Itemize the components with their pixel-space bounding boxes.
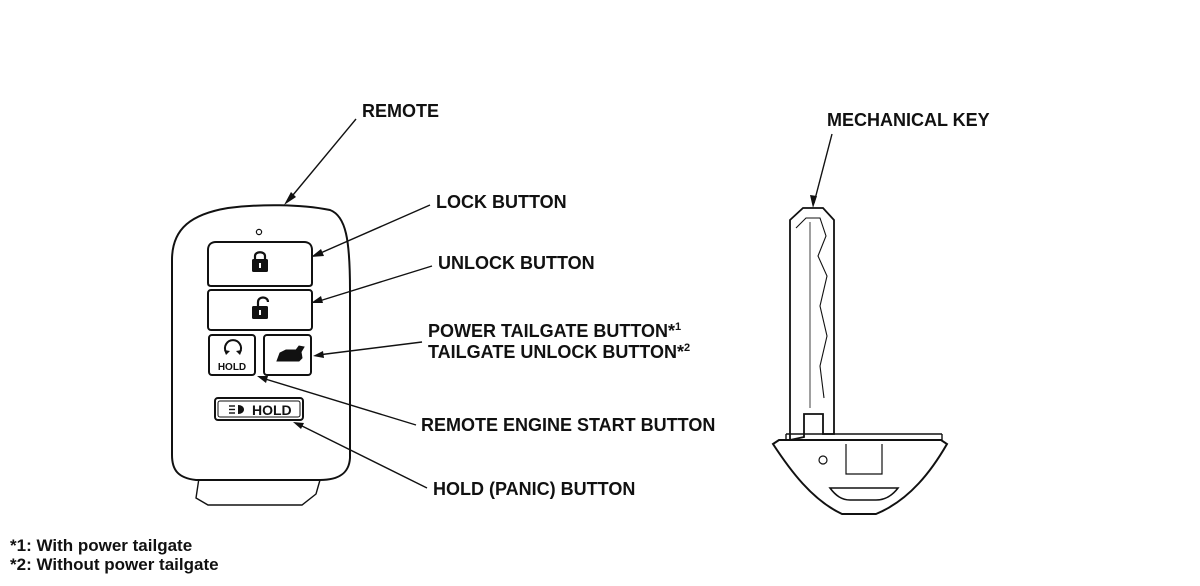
unlock-button[interactable] <box>207 289 313 331</box>
label-lock-button: LOCK BUTTON <box>436 192 567 212</box>
lock-button[interactable] <box>207 241 313 287</box>
key-head <box>771 439 949 515</box>
key-ring-slot <box>828 487 900 501</box>
remote-fob: HOLD HOLD <box>171 204 351 506</box>
hold-large-label: HOLD <box>252 402 292 418</box>
label-unlock-button: UNLOCK BUTTON <box>438 253 595 273</box>
tailgate-button[interactable] <box>263 334 312 376</box>
headlight-icon <box>229 405 244 414</box>
indicator-led <box>255 228 263 236</box>
label-tailgate-unlock-button: TAILGATE UNLOCK BUTTON*2 <box>428 342 690 362</box>
key-blade <box>789 207 835 442</box>
label-remote: REMOTE <box>362 101 439 121</box>
remote-bottom-tab <box>195 477 321 506</box>
mechanical-key <box>771 207 949 515</box>
footnote-1: *1: With power tailgate <box>10 536 192 555</box>
label-power-tailgate-button: POWER TAILGATE BUTTON*1 <box>428 321 681 341</box>
vehicle-tailgate-icon <box>276 345 305 362</box>
hold-panic-button[interactable]: HOLD <box>214 397 304 421</box>
remote-callouts: REMOTE LOCK BUTTON UNLOCK BUTTON POWER T… <box>257 101 715 499</box>
remote-engine-start-button[interactable]: HOLD <box>208 334 256 376</box>
key-blade-groove <box>795 217 828 399</box>
hold-small-label: HOLD <box>218 362 246 373</box>
key-callout: MECHANICAL KEY <box>810 110 990 208</box>
label-remote-engine-start-button: REMOTE ENGINE START BUTTON <box>421 415 715 435</box>
lock-open-icon <box>252 296 270 319</box>
label-hold-panic-button: HOLD (PANIC) BUTTON <box>433 479 635 499</box>
footnotes: *1: With power tailgate *2: Without powe… <box>10 536 219 574</box>
label-mechanical-key: MECHANICAL KEY <box>827 110 990 130</box>
engine-start-arc-icon <box>224 339 242 353</box>
lock-closed-icon <box>252 251 268 272</box>
footnote-2: *2: Without power tailgate <box>10 555 219 574</box>
